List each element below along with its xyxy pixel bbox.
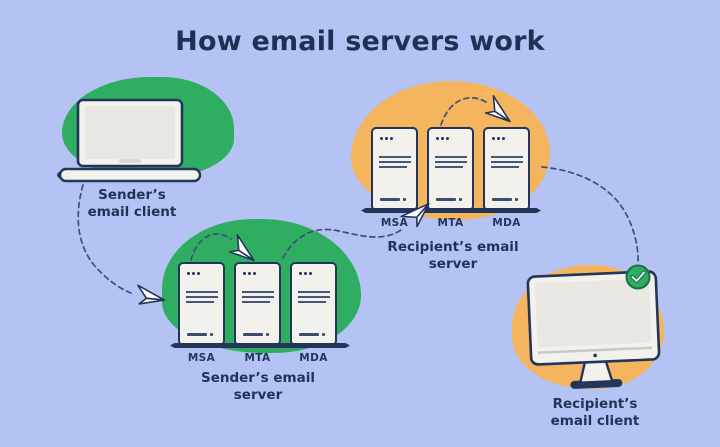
sender-server-label-line2: server bbox=[233, 386, 283, 403]
tower-drive-slot bbox=[243, 333, 269, 336]
recipient-server-label: Recipient’s email server bbox=[373, 239, 533, 273]
tower-label-recipient-mta: MTA bbox=[437, 217, 464, 229]
server-tower-icon bbox=[178, 262, 225, 346]
tower-drive-slot bbox=[299, 333, 325, 336]
recipient-server-label-line2: server bbox=[428, 255, 478, 272]
tower-vents bbox=[378, 156, 411, 168]
dashed-connector-mda-to-client bbox=[541, 166, 639, 264]
tower-dots bbox=[436, 137, 472, 140]
sender-client-label-line1: Sender’s bbox=[98, 187, 166, 203]
tower-label-recipient-msa: MSA bbox=[380, 217, 409, 229]
server-tower-icon bbox=[290, 262, 337, 346]
tower-drive-slot bbox=[187, 333, 213, 336]
tower-dots bbox=[299, 272, 335, 275]
recipient-client-label: Recipient’s email client bbox=[520, 396, 670, 430]
sender-client-label-line2: email client bbox=[87, 203, 177, 220]
recipient-client-label-line2: email client bbox=[550, 412, 640, 429]
tower-vents bbox=[434, 156, 467, 168]
server-tower-icon bbox=[234, 262, 281, 346]
tower-dots bbox=[492, 137, 528, 140]
recipient-client-label-line1: Recipient’s bbox=[552, 396, 638, 412]
server-base-shelf bbox=[361, 208, 541, 213]
laptop-icon bbox=[57, 98, 202, 183]
sender-server-label-line1: Sender’s email bbox=[201, 370, 315, 386]
server-base-shelf bbox=[170, 343, 350, 348]
server-tower-icon bbox=[371, 127, 418, 211]
tower-vents bbox=[185, 291, 218, 303]
tower-label-sender-mda: MDA bbox=[299, 352, 328, 364]
tower-label-recipient-mda: MDA bbox=[492, 217, 521, 229]
tower-dots bbox=[243, 272, 279, 275]
sender-server-label: Sender’s email server bbox=[178, 370, 338, 404]
tower-vents bbox=[241, 291, 274, 303]
tower-label-sender-mta: MTA bbox=[244, 352, 271, 364]
tower-vents bbox=[490, 156, 523, 168]
recipient-server-label-line1: Recipient’s email bbox=[387, 239, 519, 255]
tower-drive-slot bbox=[436, 198, 462, 201]
monitor-icon bbox=[526, 270, 661, 389]
tower-dots bbox=[380, 137, 416, 140]
page-title: How email servers work bbox=[175, 26, 545, 57]
tower-drive-slot bbox=[492, 198, 518, 201]
server-tower-icon bbox=[427, 127, 474, 211]
tower-dots bbox=[187, 272, 223, 275]
tower-vents bbox=[297, 291, 330, 303]
tower-label-sender-msa: MSA bbox=[187, 352, 216, 364]
check-icon bbox=[625, 264, 651, 290]
tower-drive-slot bbox=[380, 198, 406, 201]
sender-client-label: Sender’s email client bbox=[58, 187, 206, 221]
server-tower-icon bbox=[483, 127, 530, 211]
